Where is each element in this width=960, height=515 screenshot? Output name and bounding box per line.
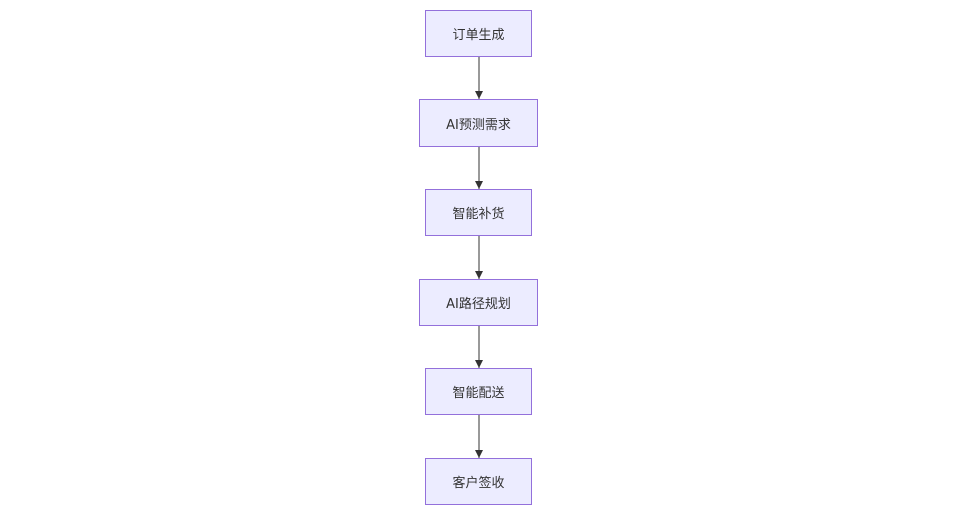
node-label: AI路径规划 bbox=[446, 297, 511, 312]
node-label: 智能补货 bbox=[452, 207, 505, 222]
node-label: 订单生成 bbox=[452, 28, 505, 43]
node-smart-delivery: 智能配送 bbox=[425, 368, 532, 415]
node-ai-demand-forecast: AI预测需求 bbox=[419, 99, 538, 147]
node-label: AI预测需求 bbox=[446, 117, 511, 133]
node-ai-route-planning: AI路径规划 bbox=[419, 279, 538, 326]
node-label: 客户签收 bbox=[452, 476, 505, 491]
node-label: 智能配送 bbox=[452, 386, 505, 401]
node-order-created: 订单生成 bbox=[425, 10, 532, 57]
node-customer-signoff: 客户签收 bbox=[425, 458, 532, 505]
node-smart-replenishment: 智能补货 bbox=[425, 189, 532, 236]
